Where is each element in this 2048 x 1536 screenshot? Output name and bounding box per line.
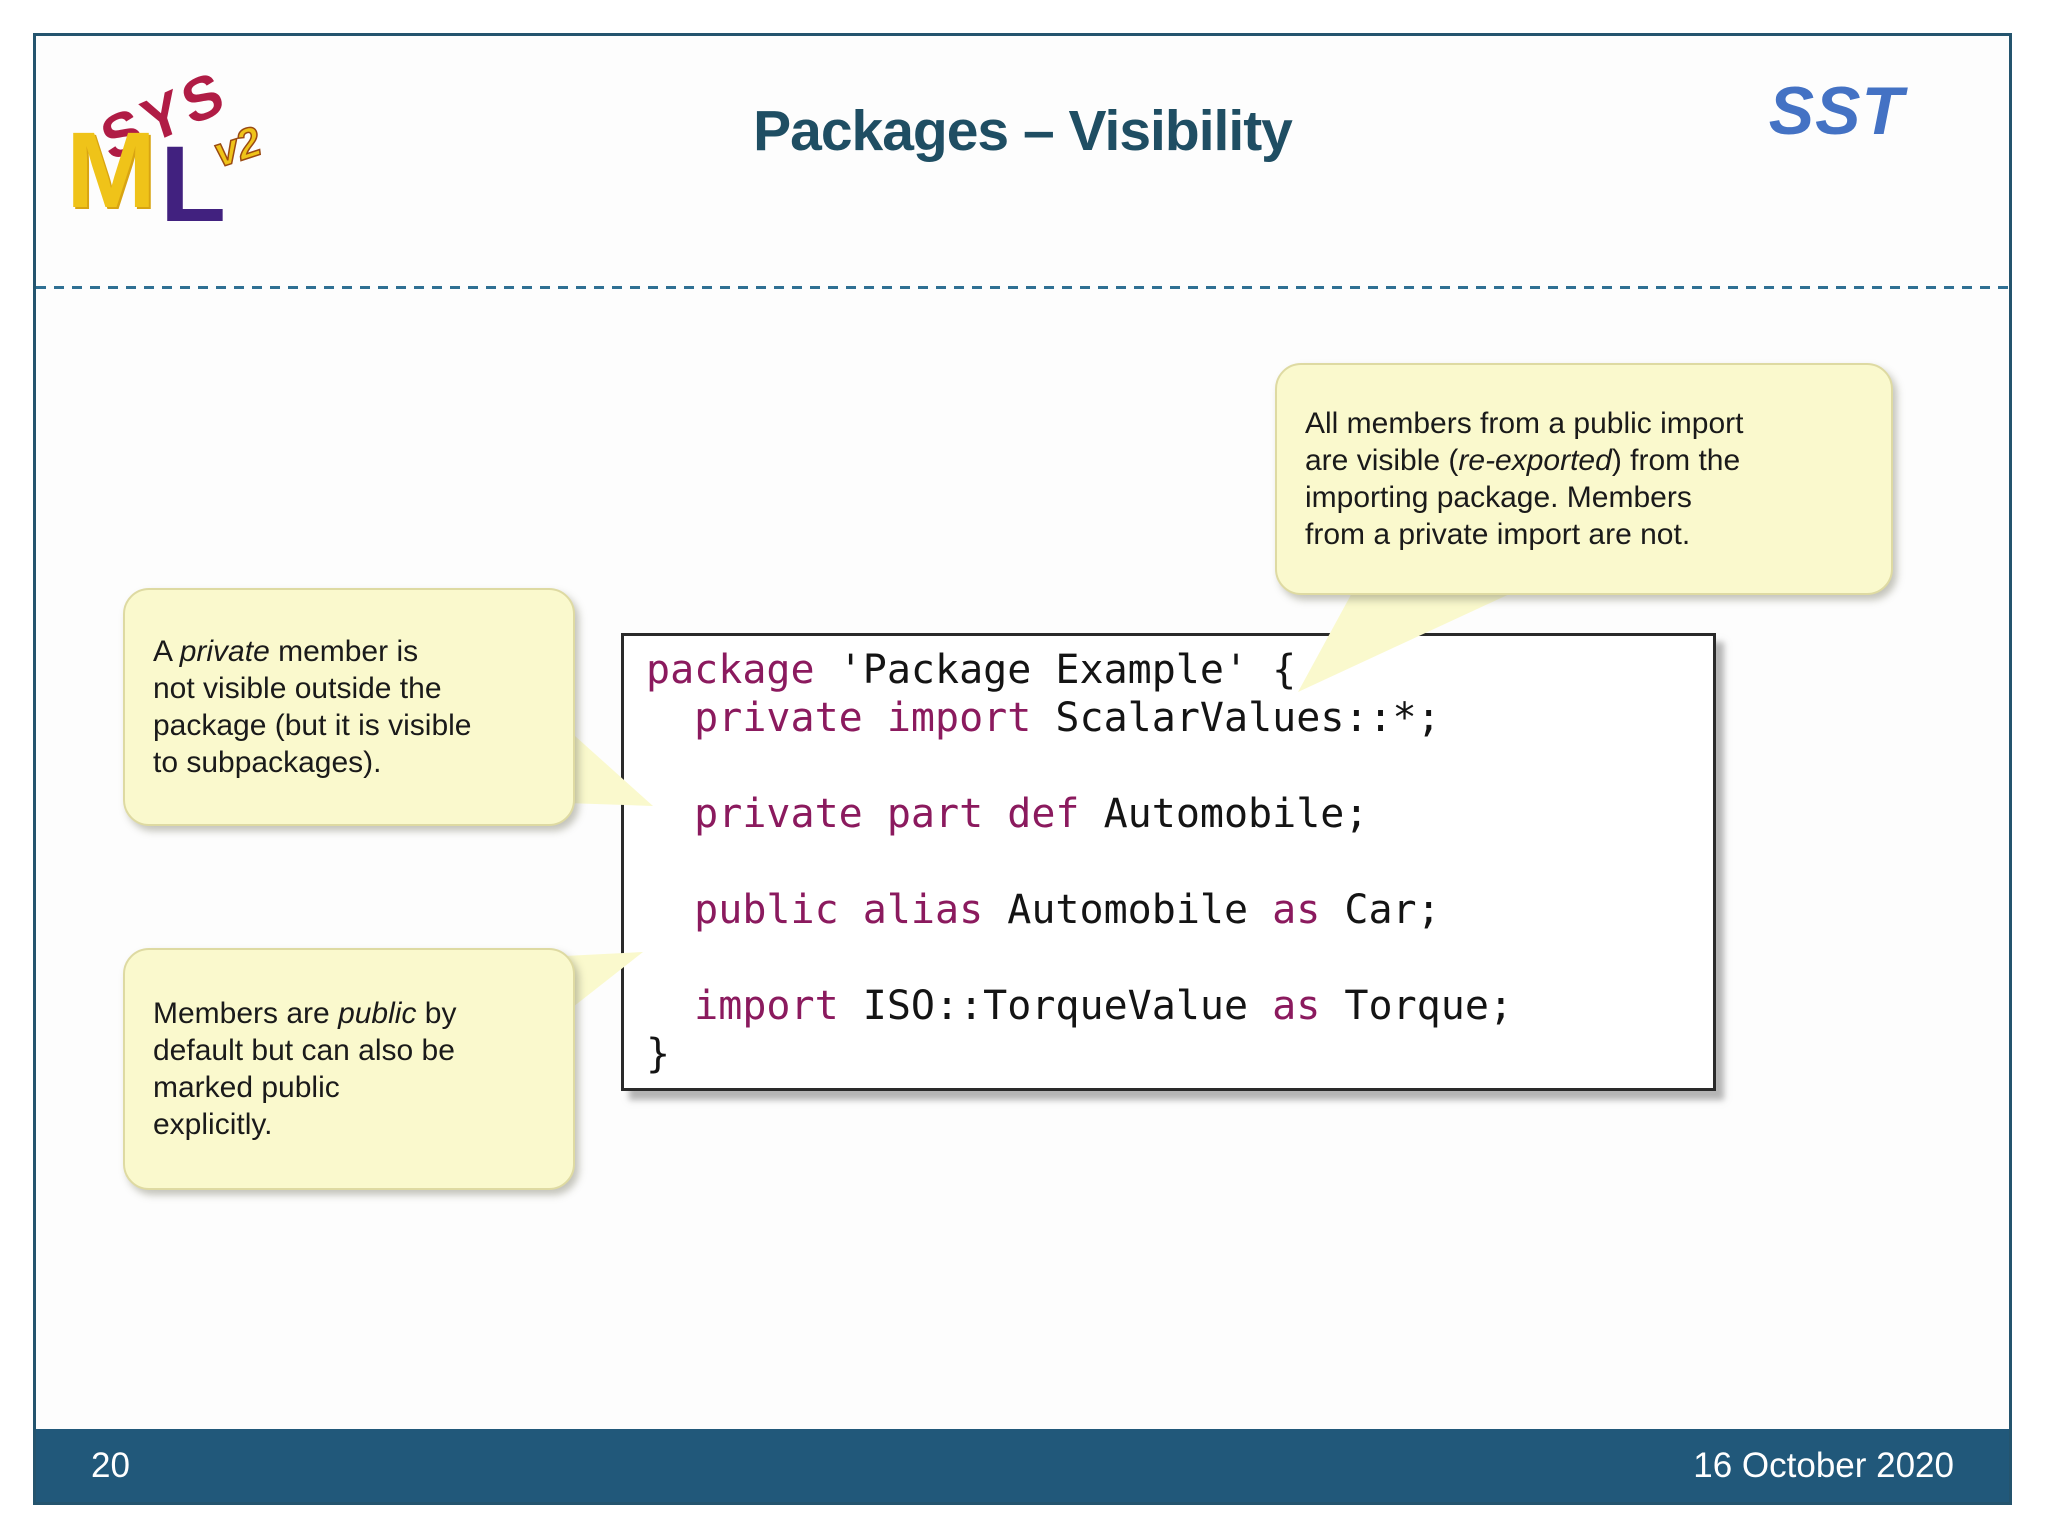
- callout-line: not visible outside the: [153, 670, 545, 707]
- callout-text: to subpackages).: [153, 746, 382, 779]
- callout-italic-word: re-exported: [1458, 444, 1612, 477]
- code-keyword: package: [646, 647, 815, 693]
- callout-text: member is: [269, 635, 419, 668]
- callout-text: are visible (: [1305, 444, 1459, 477]
- header-dashed-divider: [36, 286, 2009, 289]
- callout-text: not visible outside the: [153, 672, 442, 705]
- callout-italic-word: public: [338, 997, 417, 1030]
- code-text: }: [646, 1031, 671, 1077]
- callout-line: All members from a public import: [1305, 405, 1863, 442]
- code-text: ScalarValues::*;: [1031, 695, 1441, 741]
- code-text: Car;: [1320, 887, 1441, 933]
- code-text: 'Package Example' {: [814, 647, 1297, 693]
- callout-text: explicitly.: [153, 1108, 273, 1141]
- callout-line: A private member is: [153, 633, 545, 670]
- code-line: [646, 838, 1713, 886]
- callout-text: package (but it is visible: [153, 709, 472, 742]
- code-keyword: import: [694, 983, 839, 1029]
- code-line: }: [646, 1030, 1713, 1078]
- logo-m-text: M: [66, 109, 156, 230]
- code-text: [646, 983, 694, 1029]
- code-line: [646, 742, 1713, 790]
- code-line: [646, 934, 1713, 982]
- callout-line: Members are public by: [153, 995, 545, 1032]
- callout-italic-word: private: [179, 635, 270, 668]
- callout-text: from a private import are not.: [1305, 518, 1691, 551]
- sysml-v2-logo: SYS M L v2: [64, 56, 279, 261]
- code-line: package 'Package Example' {: [646, 646, 1713, 694]
- callout-text: ) from the: [1611, 444, 1741, 477]
- code-line: private part def Automobile;: [646, 790, 1713, 838]
- callout-line: importing package. Members: [1305, 479, 1863, 516]
- code-text: [646, 887, 694, 933]
- brand-logo-sst: SST: [1768, 73, 1904, 149]
- callout-text: default but can also be: [153, 1034, 455, 1067]
- callout-line: are visible (re-exported) from the: [1305, 442, 1863, 479]
- code-keyword: as: [1272, 983, 1321, 1029]
- callout-line: to subpackages).: [153, 744, 545, 781]
- code-example-box: package 'Package Example' { private impo…: [621, 633, 1716, 1091]
- code-keyword: private part def: [694, 791, 1080, 837]
- code-text: Automobile;: [1079, 791, 1369, 837]
- callout-line: explicitly.: [153, 1106, 545, 1143]
- slide-title: Packages – Visibility: [753, 99, 1293, 163]
- footer-date: 16 October 2020: [1693, 1445, 1954, 1485]
- callout-line: from a private import are not.: [1305, 516, 1863, 553]
- callout-text: marked public: [153, 1071, 340, 1104]
- callout-text: A: [153, 635, 180, 668]
- callout-line: package (but it is visible: [153, 707, 545, 744]
- callout-text: by: [416, 997, 457, 1030]
- page-number: 20: [91, 1445, 130, 1485]
- callout-line: marked public: [153, 1069, 545, 1106]
- code-text: ISO::TorqueValue: [838, 983, 1273, 1029]
- callout-text: importing package. Members: [1305, 481, 1692, 514]
- code-text: [646, 695, 694, 741]
- slide-frame: SYS M L v2 Packages – Visibility SST pac…: [33, 33, 2012, 1505]
- code-line: import ISO::TorqueValue as Torque;: [646, 982, 1713, 1030]
- code-text: Automobile: [983, 887, 1273, 933]
- code-line: public alias Automobile as Car;: [646, 886, 1713, 934]
- code-keyword: public alias: [694, 887, 984, 933]
- callout-text: All members from a public import: [1305, 407, 1744, 440]
- code-text: [646, 791, 694, 837]
- logo-l-text: L: [160, 123, 226, 244]
- callout-line: default but can also be: [153, 1032, 545, 1069]
- code-text: Torque;: [1320, 983, 1513, 1029]
- code-keyword: as: [1272, 887, 1321, 933]
- code-keyword: private import: [694, 695, 1032, 741]
- callout-text: Members are: [153, 997, 339, 1030]
- footer-bar: 20 16 October 2020: [36, 1429, 2009, 1502]
- code-line: private import ScalarValues::*;: [646, 694, 1713, 742]
